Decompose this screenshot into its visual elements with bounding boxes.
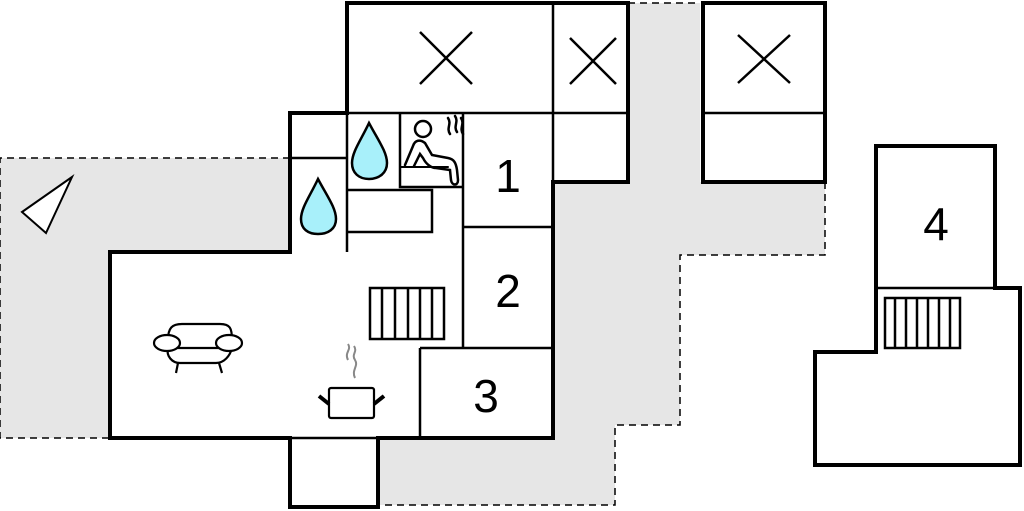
stairs-icon bbox=[368, 286, 446, 341]
room-label-1: 1 bbox=[495, 150, 521, 202]
room-label-2: 2 bbox=[495, 265, 521, 317]
compass-icon bbox=[20, 174, 75, 235]
terrace-right bbox=[378, 2, 826, 506]
no-access-x-icon bbox=[737, 34, 791, 84]
main-house bbox=[108, 1, 630, 509]
cooking-pot-icon bbox=[317, 343, 386, 420]
stairs-icon bbox=[883, 296, 962, 350]
shower-drop-icon bbox=[299, 176, 338, 236]
sofa-icon bbox=[152, 322, 244, 374]
no-access-x-icon bbox=[569, 37, 617, 85]
room-label-3: 3 bbox=[473, 370, 499, 422]
shower-drop-icon bbox=[350, 120, 389, 181]
annex-building bbox=[701, 1, 827, 184]
sauna-icon bbox=[399, 114, 465, 186]
no-access-x-icon bbox=[419, 31, 473, 85]
terrace-left bbox=[0, 157, 290, 439]
room-label-4: 4 bbox=[923, 198, 949, 250]
